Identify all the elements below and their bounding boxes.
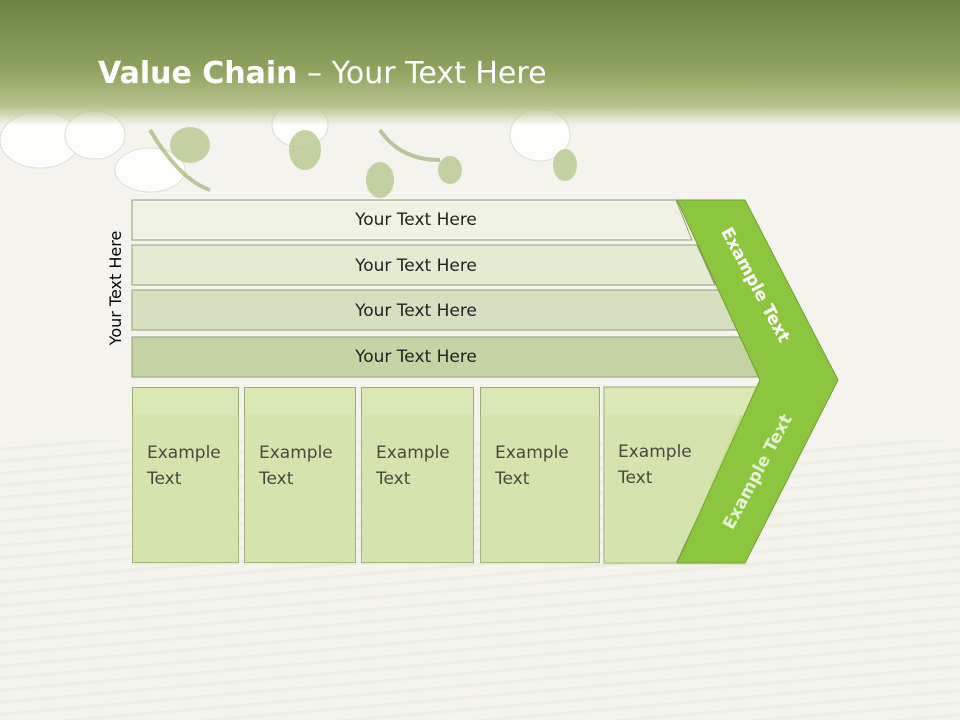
- primary-column-label: Example: [259, 443, 333, 463]
- primary-column-label: Example: [376, 443, 450, 463]
- primary-column: Example Text: [244, 387, 356, 563]
- primary-column-label: Text: [618, 468, 653, 488]
- support-row-shape: [131, 199, 693, 241]
- slide-title: Value Chain – Your Text Here: [98, 56, 547, 91]
- title-bar: Value Chain – Your Text Here: [0, 0, 960, 125]
- primary-column-label: Text: [259, 469, 294, 489]
- primary-column: Example Text: [132, 387, 239, 563]
- primary-column-label: Example: [147, 443, 221, 463]
- support-row-label: Your Text Here: [355, 210, 477, 230]
- margin-arrow: [676, 199, 839, 564]
- primary-column: Example Text: [480, 387, 600, 563]
- support-row-label: Your Text Here: [355, 301, 477, 321]
- primary-column-shape: [603, 386, 761, 564]
- support-row-label: Your Text Here: [355, 256, 477, 276]
- support-row-label: Your Text Here: [355, 347, 477, 367]
- primary-column-last: Example Text: [604, 387, 714, 563]
- primary-column: Example Text: [361, 387, 474, 563]
- primary-column-label: Example: [618, 442, 692, 462]
- support-row-shape: [131, 244, 716, 286]
- primary-column-label: Text: [147, 469, 182, 489]
- primary-column-label: Text: [495, 469, 530, 489]
- primary-column-label: Example: [495, 443, 569, 463]
- primary-column-label: Text: [376, 469, 411, 489]
